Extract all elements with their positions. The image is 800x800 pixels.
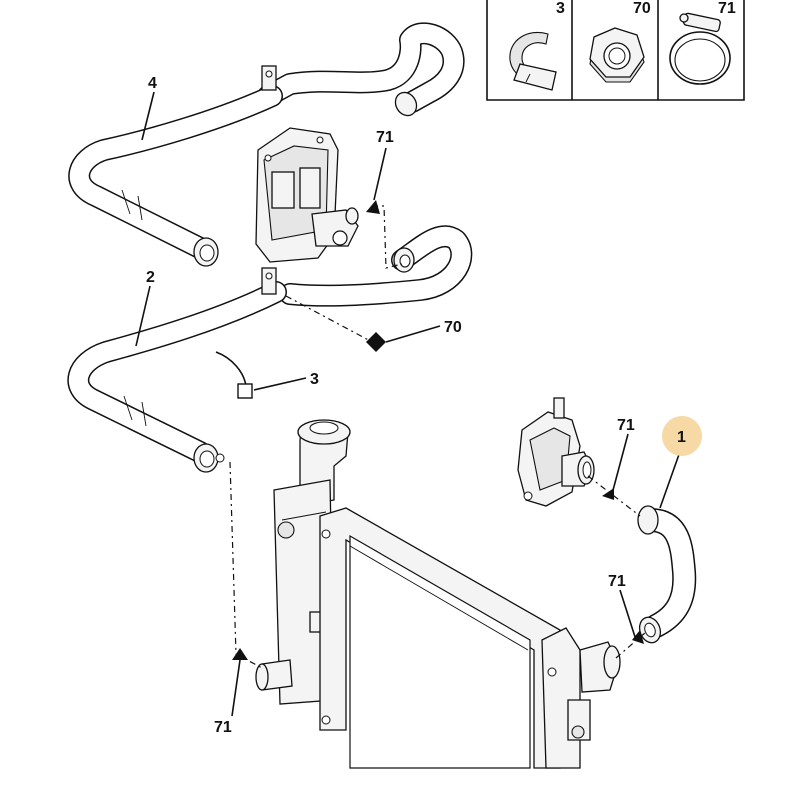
hose-upper-middle — [279, 225, 473, 307]
legend-table: 3 70 71 — [486, 0, 745, 101]
callout-clip-3: 3 — [310, 371, 319, 388]
clamp-marker-right — [602, 488, 614, 500]
legend-ref-70: 70 — [633, 0, 651, 17]
callout-clamp-upper: 71 — [376, 129, 394, 146]
clamp-marker-upper — [366, 200, 380, 214]
hose-4 — [68, 22, 465, 267]
nut-marker — [366, 332, 386, 352]
callout-hose-1: 1 — [677, 429, 686, 446]
legend-clamp-icon — [669, 12, 731, 85]
legend-nut-icon — [589, 27, 645, 83]
legend-ref-3: 3 — [556, 0, 565, 17]
hose-2 — [67, 267, 287, 473]
callout-clamp-bottom: 71 — [214, 719, 232, 736]
legend-clip-icon — [509, 32, 557, 91]
radiator — [255, 419, 621, 769]
callout-hose-2: 2 — [146, 269, 155, 286]
callout-nut-70: 70 — [444, 319, 462, 336]
heater-valve-block — [255, 127, 359, 263]
clip-marker — [237, 383, 253, 399]
clamp-marker-lower-right — [632, 630, 644, 644]
connection-line-upper — [372, 205, 403, 269]
thermostat-housing — [517, 397, 595, 507]
clamp-marker-bottom — [232, 648, 248, 660]
highlight-circle — [662, 416, 702, 456]
hose-1 — [637, 505, 697, 644]
connection-line-nut — [285, 295, 377, 345]
connection-line-left — [229, 461, 263, 669]
callout-clamp-lower-right: 71 — [608, 573, 626, 590]
legend-ref-71: 71 — [718, 0, 736, 17]
callout-hose-4: 4 — [148, 75, 157, 92]
callout-clamp-right: 71 — [617, 417, 635, 434]
